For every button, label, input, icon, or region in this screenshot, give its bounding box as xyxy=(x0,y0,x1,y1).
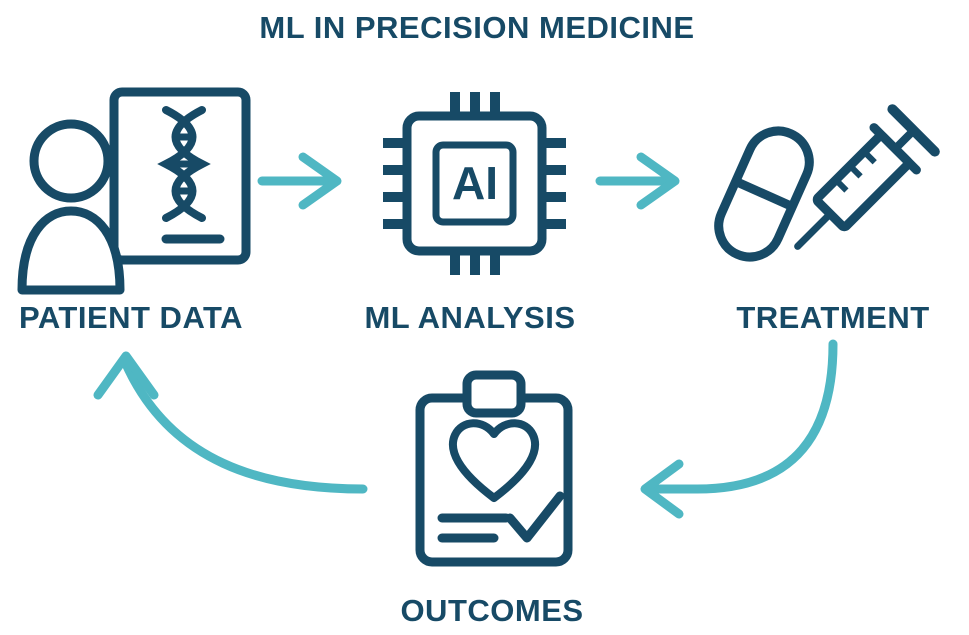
arrow-treatment-to-outcomes xyxy=(640,339,838,519)
ml-analysis-label: ML ANALYSIS xyxy=(364,300,576,335)
outcomes-icon xyxy=(415,370,573,567)
chip-pins xyxy=(383,92,566,275)
capsule-pill-icon xyxy=(714,126,814,262)
ai-chip-icon: AI xyxy=(383,92,566,275)
clipboard-clip-icon xyxy=(462,370,526,418)
treatment-icon xyxy=(714,104,940,262)
heart-icon xyxy=(448,419,540,502)
patient-data-icon xyxy=(17,87,251,295)
ai-chip-text: AI xyxy=(452,157,498,209)
patient-data-label: PATIENT DATA xyxy=(18,300,244,335)
arrow-patient-data-to-ml-analysis xyxy=(257,152,342,210)
checkmark-icon xyxy=(505,491,565,543)
diagram-title: ML IN PRECISION MEDICINE xyxy=(259,10,695,45)
arrow-ml-analysis-to-treatment xyxy=(595,152,680,210)
person-icon xyxy=(17,119,125,295)
dna-card-icon xyxy=(109,87,251,265)
syringe-icon xyxy=(794,104,940,250)
arrow-outcomes-to-patient-data xyxy=(93,351,368,494)
treatment-label: TREATMENT xyxy=(736,300,930,335)
outcomes-label: OUTCOMES xyxy=(400,593,584,628)
